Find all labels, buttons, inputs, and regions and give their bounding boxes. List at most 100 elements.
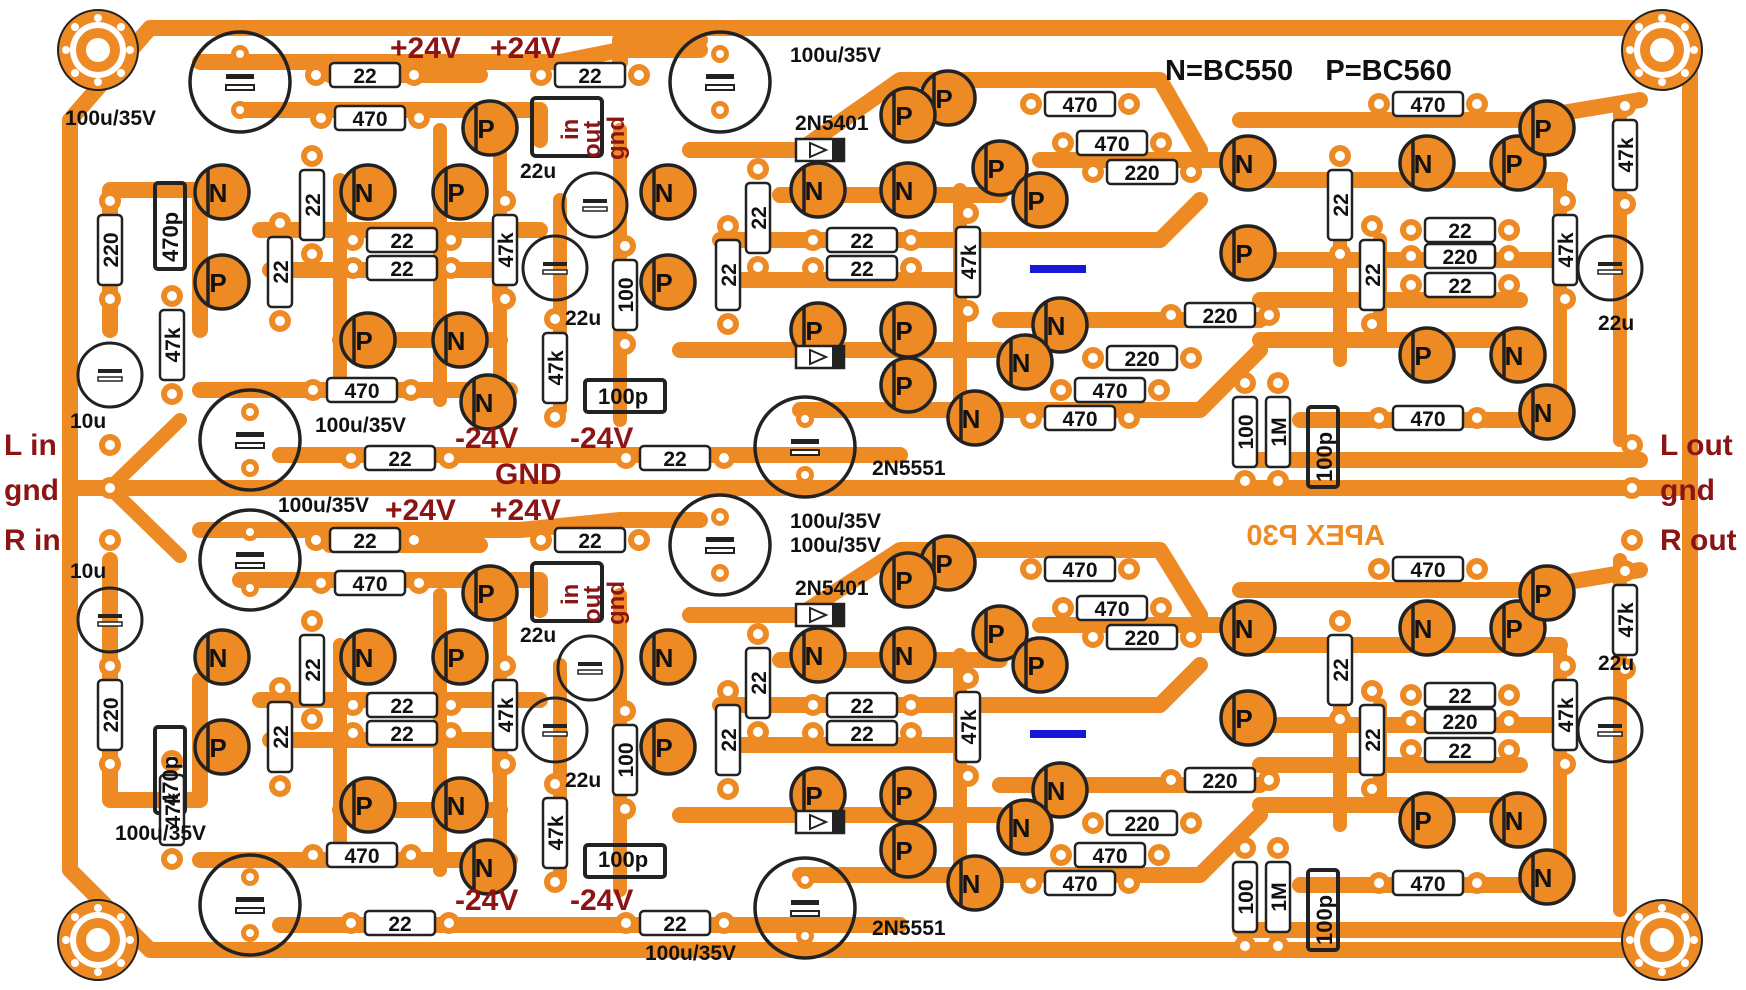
cap-22u-b-bottom: 22u: [565, 769, 601, 792]
resistor-value-label: 470: [1410, 408, 1445, 431]
resistor-value-label: 22: [578, 530, 601, 553]
transistor-type-label: P: [447, 643, 464, 673]
cap-low-left-top: 100u/35V: [315, 414, 406, 437]
transistor-type-label: N: [1012, 813, 1031, 843]
cap-in-bottom: 10u: [70, 560, 106, 583]
pnp-transistor-33: P: [431, 628, 489, 686]
resistor-value-label: 22: [390, 258, 413, 281]
labels: N=BC550 P=BC560 APEX P30 L in gnd R in L…: [4, 32, 1737, 965]
resistor-value-label: 470: [352, 108, 387, 131]
resistor-value-label: 22: [578, 65, 601, 88]
pnp-transistor-3: P: [431, 163, 489, 221]
resistor-value-label: 1M: [1268, 882, 1291, 911]
reg-out-bottom: out: [579, 586, 606, 623]
resistor-value-label: 470: [352, 573, 387, 596]
resistor-value-label: 220: [1442, 711, 1477, 734]
resistor-r470_out_b-56: 470: [1368, 869, 1488, 897]
transistor-type-label: P: [895, 371, 912, 401]
transistor-type-label: P: [1505, 614, 1522, 644]
resistor-value-label: 22: [718, 728, 741, 751]
resistor-r220_out-58: 220: [1400, 707, 1520, 735]
transistor-label-bottom: 2N5551: [872, 917, 946, 940]
resistor-r470_out_b-18: 470: [1368, 404, 1488, 432]
resistor-value-label: 22: [663, 913, 686, 936]
resistor-r47k_c-66: 47k: [541, 773, 569, 893]
resistor-r22_mid_h2-47: 22: [802, 719, 922, 747]
pnp-transistor-45: P: [919, 534, 977, 592]
reg-in-top: in: [557, 119, 584, 140]
resistor-r1m-71: 1M: [1264, 837, 1292, 957]
resistor-value-label: 22: [748, 671, 771, 694]
resistor-r22_top_b-1: 22: [530, 61, 650, 89]
resistor-value-label: 22: [850, 258, 873, 281]
resistor-value-label: 47k: [1615, 137, 1638, 172]
resistor-value-label: 47k: [495, 697, 518, 732]
cap-low-left-bottom: 100u/35V: [115, 822, 206, 845]
resistor-value-label: 100: [615, 742, 638, 777]
pnp-transistor-13: P: [879, 301, 937, 359]
npn-transistor-10: N: [789, 161, 847, 219]
diode-3: [794, 809, 846, 835]
gnd-center-label: GND: [495, 458, 562, 491]
resistor-value-label: 220: [100, 232, 123, 267]
resistor-value-label: 22: [1448, 685, 1471, 708]
resistor-r470_rd-54: 470: [1020, 869, 1140, 897]
resistor-r220_ra-50: 220: [1082, 623, 1202, 651]
resistor-r47k_a-23: 47k: [158, 285, 186, 405]
transistor-type-label: P: [1235, 239, 1252, 269]
resistor-r22_mid_h1-46: 22: [802, 691, 922, 719]
transistor-type-label: N: [805, 176, 824, 206]
resistor-r22_mid_v1-29: 22: [744, 158, 772, 278]
transistor-type-label: P: [1235, 704, 1252, 734]
r-in-label: R in: [4, 524, 61, 557]
resistor-value-label: 22: [718, 263, 741, 286]
resistor-r47k_a-61: 47k: [158, 750, 186, 870]
resistor-value-label: 220: [1124, 627, 1159, 650]
pnp-transistor-57: P: [1398, 791, 1456, 849]
diode-1: [794, 344, 846, 370]
npn-transistor-36: N: [431, 776, 489, 834]
cap-in-top: 10u: [70, 410, 106, 433]
resistor-r22_h1-3: 22: [342, 226, 462, 254]
resistor-value-label: 220: [100, 697, 123, 732]
transistor-type-label: P: [895, 101, 912, 131]
transistor-type-label: P: [477, 114, 494, 144]
resistor-r100_out-32: 100: [1231, 372, 1259, 492]
transistor-type-label: P: [895, 316, 912, 346]
resistor-value-label: 22: [1448, 275, 1471, 298]
resistor-value-label: 470: [1062, 559, 1097, 582]
jumper-top: [1030, 265, 1086, 273]
resistor-r22_v2-63: 22: [266, 677, 294, 797]
resistor-r22_h1-41: 22: [342, 691, 462, 719]
npn-transistor-6: N: [431, 311, 489, 369]
rail-neg-b-bottom: -24V: [570, 884, 633, 917]
resistor-r22_h2-42: 22: [342, 719, 462, 747]
resistor-r22_v1-24: 22: [298, 145, 326, 265]
resistor-value-label: 22: [1448, 220, 1471, 243]
transistor-type-label: N: [475, 388, 494, 418]
transistor-label-top: 2N5551: [872, 457, 946, 480]
cap-22u-a-top: 22u: [520, 160, 556, 183]
transistor-type-label: N: [447, 326, 466, 356]
cap-main-left-bottom: 100u/35V: [278, 494, 369, 517]
transistor-type-label: P: [895, 781, 912, 811]
pnp-transistor-18: P: [1011, 171, 1069, 229]
resistor-r47k_mid-31: 47k: [954, 202, 982, 322]
resistor-value-label: 22: [663, 448, 686, 471]
npn-transistor-49: N: [1031, 761, 1089, 819]
resistor-value-label: 47k: [495, 232, 518, 267]
resistor-value-label: 22: [390, 230, 413, 253]
resistor-value-label: 22: [302, 193, 325, 216]
transistor-type-label: N: [655, 178, 674, 208]
resistor-r470_low-5: 470: [302, 376, 422, 404]
resistor-r220-22: 220: [96, 190, 124, 310]
resistor-value-label: 22: [1448, 740, 1471, 763]
resistor-r22_v_out-34: 22: [1326, 145, 1354, 265]
transistor-type-label: N: [1047, 776, 1066, 806]
transistor-type-label: P: [1414, 341, 1431, 371]
resistor-value-label: 47k: [1555, 232, 1578, 267]
resistor-value-label: 47k: [958, 709, 981, 744]
transistor-type-label: P: [355, 791, 372, 821]
resistor-value-label: 47k: [958, 244, 981, 279]
